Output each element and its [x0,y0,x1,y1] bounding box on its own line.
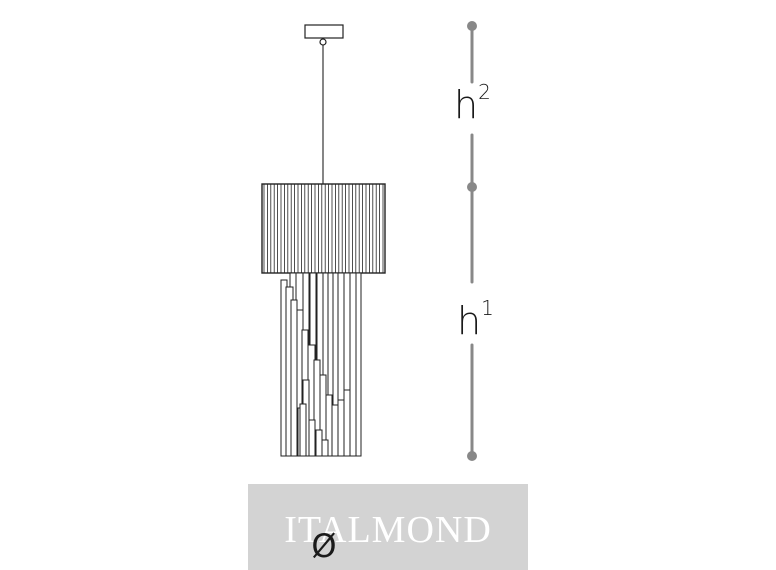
crystal-spiral [280,272,362,457]
watermark: ITALMOND [248,484,528,570]
crystal-rod [331,404,339,457]
crystal-rod [299,403,307,457]
height-h2-label: h2 [452,82,493,127]
crystal-rod [349,272,357,457]
watermark-text: ITALMOND [284,509,492,551]
dimension-endpoints [467,21,477,461]
crystal-rod [308,419,316,457]
ceiling-canopy [304,24,344,46]
h1-index: 1 [481,296,494,320]
diameter-symbol: Ø [311,527,337,565]
crystal-rod [355,272,362,457]
h1-letter: h [457,299,482,343]
crystal-rod [343,389,351,457]
crystal-rod [315,429,323,457]
height-h1-label: h1 [455,298,496,343]
h2-index: 2 [478,80,491,104]
crystal-rod [290,299,298,457]
crystal-rod [337,399,345,457]
h2-letter: h [454,83,479,127]
crystal-rod [321,439,329,457]
drum-shade [261,183,386,274]
